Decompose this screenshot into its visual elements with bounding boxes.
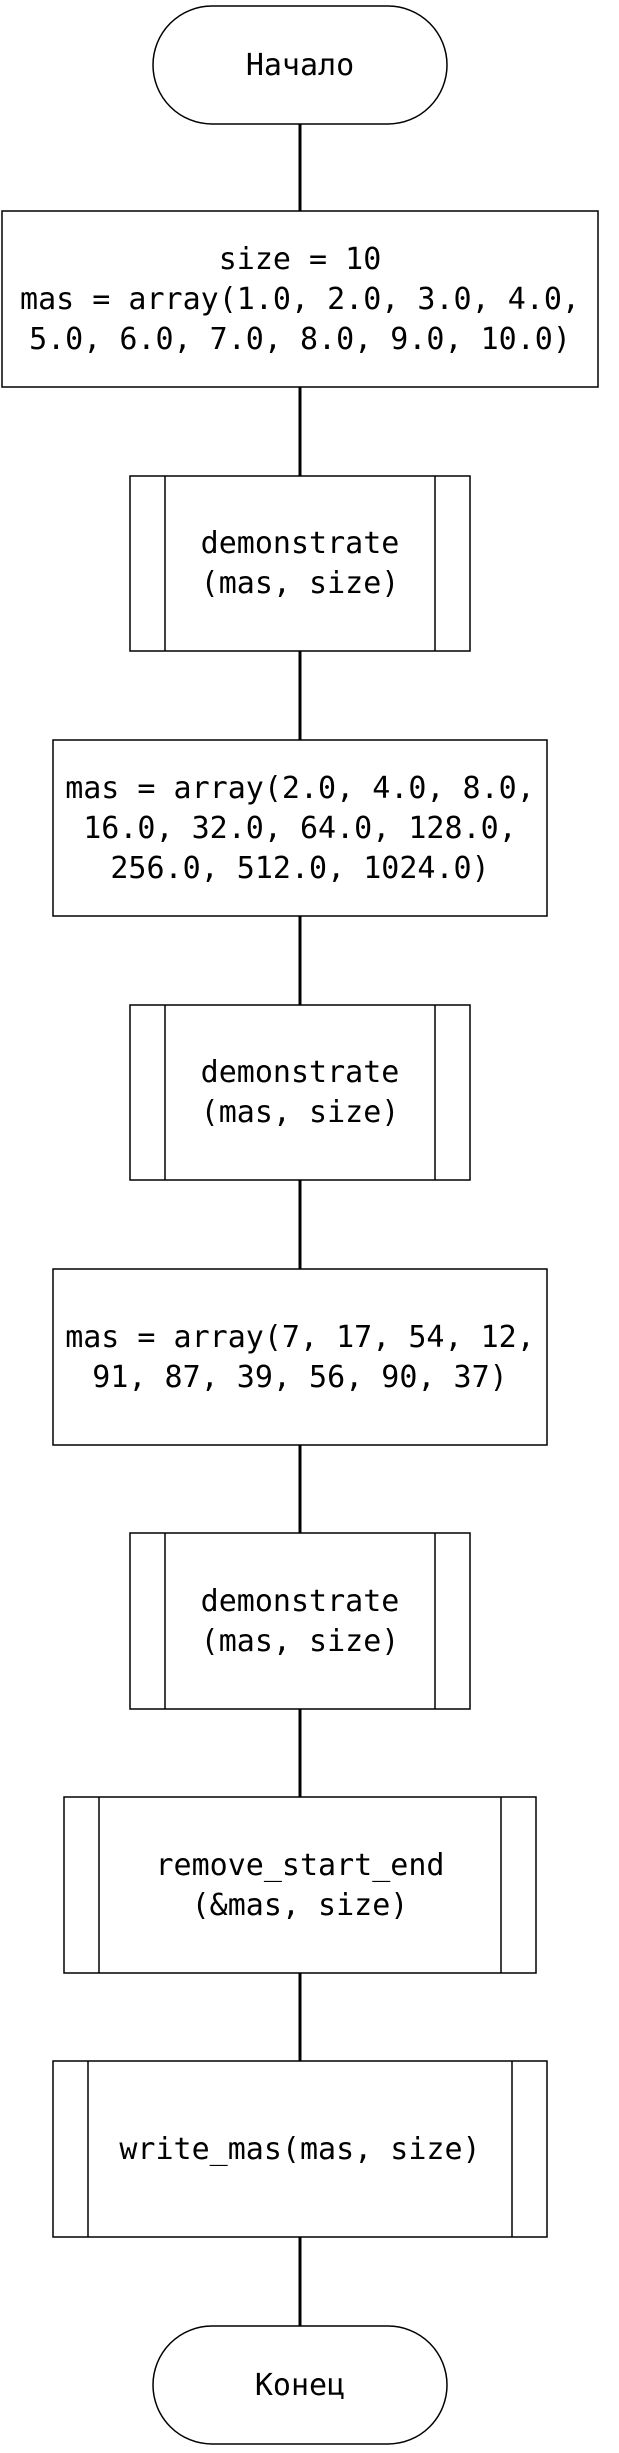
init-line-3: 5.0, 6.0, 7.0, 8.0, 9.0, 10.0)	[29, 322, 571, 357]
end-label: Конец	[255, 2368, 345, 2403]
demonstrate-call-2: demonstrate (mas, size)	[129, 1004, 471, 1181]
remove-line-1: remove_start_end	[156, 1848, 445, 1883]
remove-line-2: (&mas, size)	[192, 1888, 409, 1923]
write-line-1: write_mas(mas, size)	[119, 2132, 480, 2167]
assign3-line-2: 91, 87, 39, 56, 90, 37)	[92, 1360, 507, 1395]
init-line-2: mas = array(1.0, 2.0, 3.0, 4.0,	[20, 282, 580, 317]
call2-line-2: (mas, size)	[201, 1095, 400, 1130]
call3-line-2: (mas, size)	[201, 1624, 400, 1659]
call3-line-1: demonstrate	[201, 1584, 400, 1619]
start-terminal: Начало	[152, 5, 448, 125]
demonstrate-call-1: demonstrate (mas, size)	[129, 475, 471, 652]
assign2-line-2: 16.0, 32.0, 64.0, 128.0,	[83, 811, 516, 846]
assign2-line-3: 256.0, 512.0, 1024.0)	[110, 851, 489, 886]
remove-start-end-call: remove_start_end (&mas, size)	[63, 1796, 537, 1974]
assign-powers-process-block: mas = array(2.0, 4.0, 8.0, 16.0, 32.0, 6…	[52, 739, 548, 917]
end-terminal: Конец	[152, 2325, 448, 2445]
demonstrate-call-3: demonstrate (mas, size)	[129, 1532, 471, 1710]
call2-line-1: demonstrate	[201, 1055, 400, 1090]
call1-line-1: demonstrate	[201, 526, 400, 561]
init-line-1: size = 10	[219, 242, 382, 277]
assign-random-process-block: mas = array(7, 17, 54, 12, 91, 87, 39, 5…	[52, 1268, 548, 1446]
assign2-line-1: mas = array(2.0, 4.0, 8.0,	[65, 771, 535, 806]
call1-line-2: (mas, size)	[201, 566, 400, 601]
write-mas-call: write_mas(mas, size)	[52, 2060, 548, 2238]
assign3-line-1: mas = array(7, 17, 54, 12,	[65, 1320, 535, 1355]
start-label: Начало	[246, 48, 354, 83]
init-process-block: size = 10 mas = array(1.0, 2.0, 3.0, 4.0…	[1, 210, 599, 388]
